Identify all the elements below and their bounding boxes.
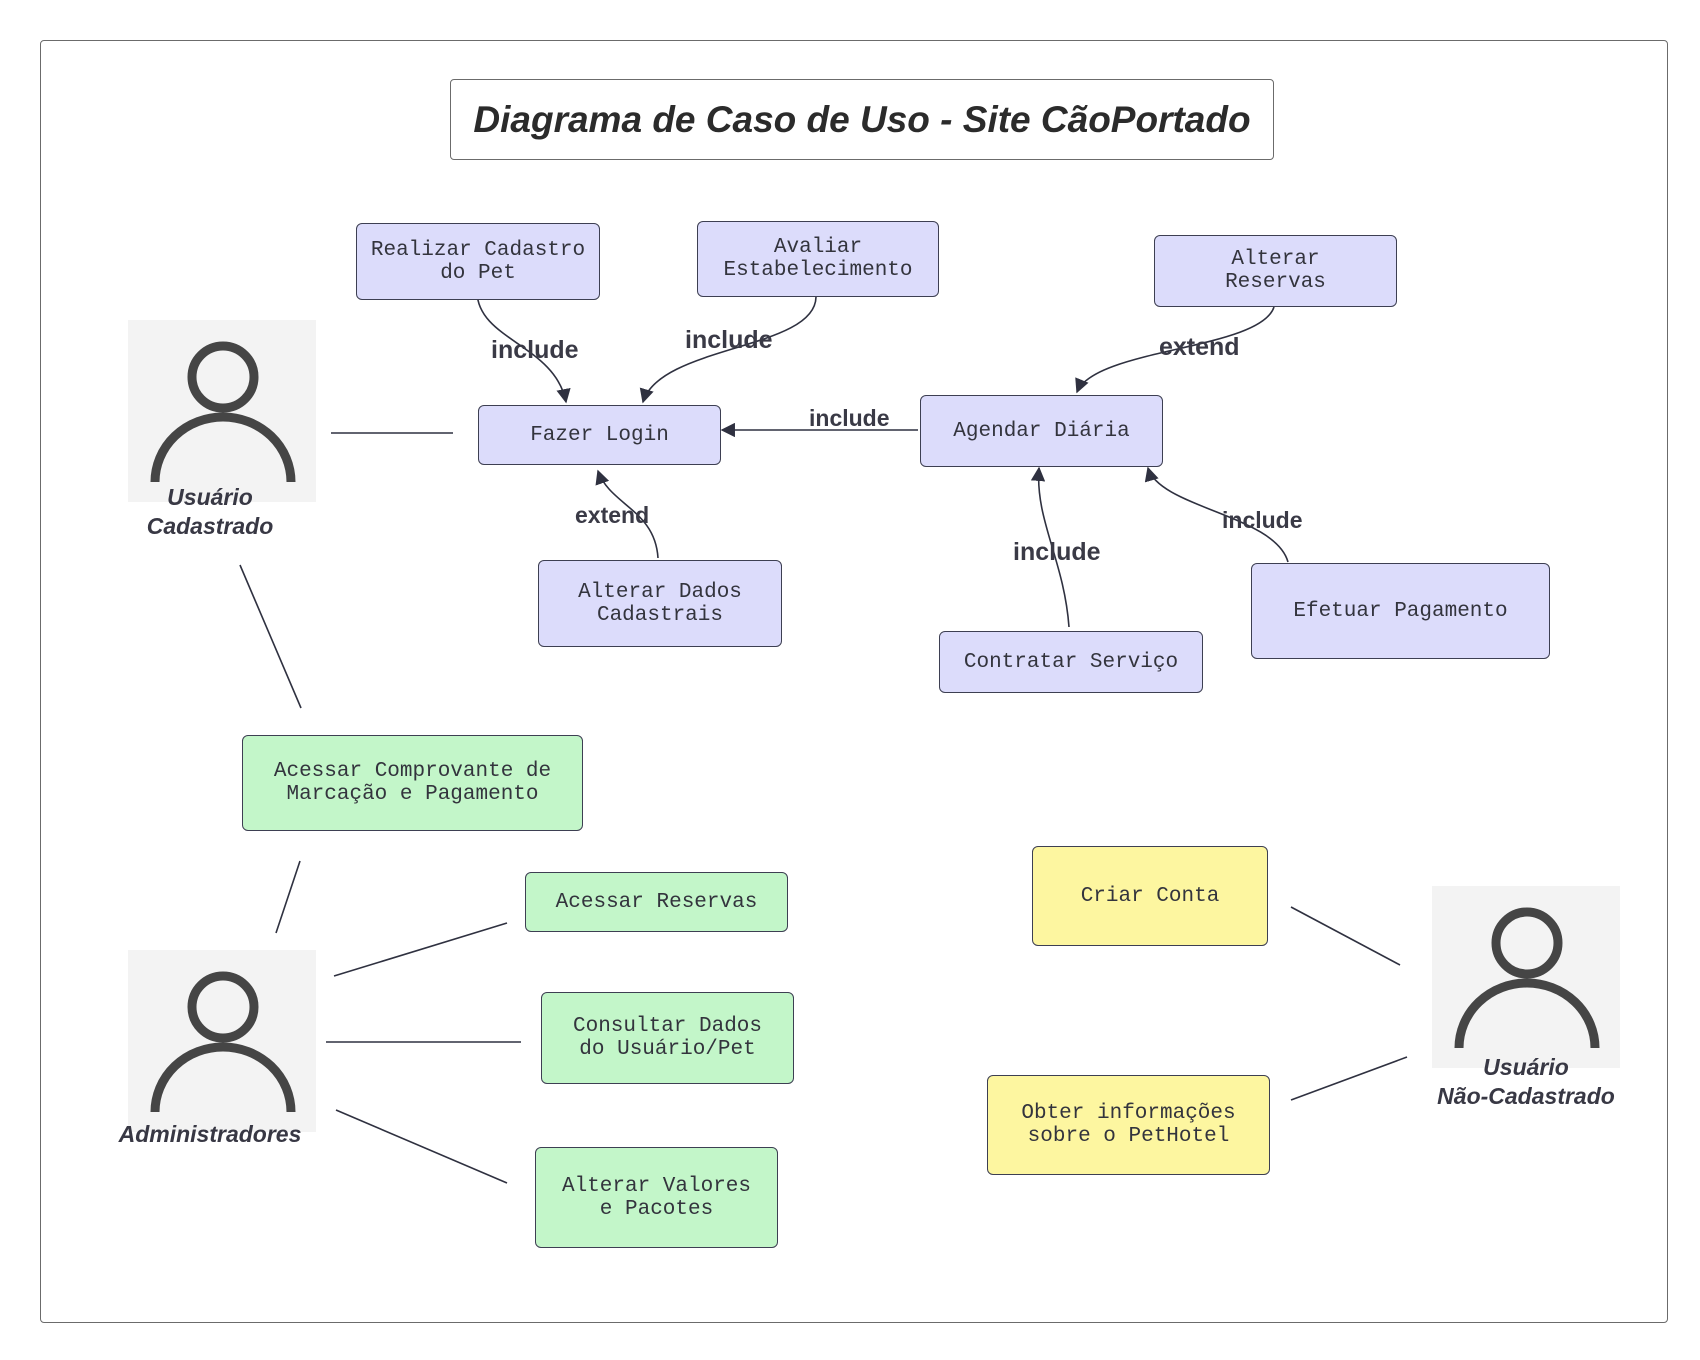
edge-alterar-reservas-agendar <box>1075 306 1275 394</box>
use-case-agendar-diaria[interactable]: Agendar Diária <box>920 395 1163 467</box>
assoc-admin-alterar-valores <box>335 1109 508 1184</box>
edge-alterar-dados-login <box>595 469 659 559</box>
actor-label-usuario-nao-cadastrado: Usuário Não-Cadastrado <box>1437 1054 1615 1109</box>
diagram-frame <box>40 40 1668 1323</box>
label-include-contratar: include <box>1013 538 1101 566</box>
edge-cadastro-pet-login <box>476 291 571 404</box>
assoc-registered-comprovante <box>239 564 302 709</box>
use-case-realizar-cadastro-pet[interactable]: Realizar Cadastro do Pet <box>356 223 600 300</box>
assoc-unregistered-obter-info <box>1290 1056 1408 1101</box>
use-case-alterar-dados-cadastrais[interactable]: Alterar Dados Cadastrais <box>538 560 782 647</box>
actor-administradores <box>128 950 316 1132</box>
use-case-alterar-reservas[interactable]: Alterar Reservas <box>1154 235 1397 307</box>
title-box: Diagrama de Caso de Uso - Site CãoPortad… <box>450 79 1274 160</box>
actor-label-administradores: Administradores <box>118 1121 302 1147</box>
edge-pagamento-agendar <box>1144 466 1289 563</box>
diagram-title: Diagrama de Caso de Uso - Site CãoPortad… <box>473 98 1251 140</box>
assoc-admin-acessar-reservas <box>333 922 508 977</box>
assoc-admin-comprovante <box>275 860 301 934</box>
edge-avaliar-login <box>639 296 817 404</box>
label-extend-alterar-reservas: extend <box>1159 333 1240 361</box>
label-include-avaliar: include <box>685 326 773 354</box>
use-case-acessar-comprovante[interactable]: Acessar Comprovante de Marcação e Pagame… <box>242 735 583 831</box>
actor-usuario-nao-cadastrado <box>1432 886 1620 1068</box>
use-case-alterar-valores[interactable]: Alterar Valores e Pacotes <box>535 1147 778 1248</box>
label-include-pagamento: include <box>1222 507 1303 533</box>
person-icon <box>1454 907 1600 1049</box>
assoc-unregistered-criar-conta <box>1290 906 1401 966</box>
edge-contratar-agendar <box>1030 466 1070 628</box>
use-case-contratar-servico[interactable]: Contratar Serviço <box>939 631 1203 693</box>
label-include-cadastro-pet: include <box>491 336 579 364</box>
use-case-consultar-dados[interactable]: Consultar Dados do Usuário/Pet <box>541 992 794 1084</box>
actor-usuario-cadastrado <box>128 320 316 502</box>
use-case-obter-informacoes[interactable]: Obter informações sobre o PetHotel <box>987 1075 1270 1175</box>
label-extend-alterar-dados: extend <box>575 502 650 528</box>
person-icon <box>150 341 296 483</box>
use-case-acessar-reservas[interactable]: Acessar Reservas <box>525 872 788 932</box>
use-case-efetuar-pagamento[interactable]: Efetuar Pagamento <box>1251 563 1550 659</box>
use-case-fazer-login[interactable]: Fazer Login <box>478 405 721 465</box>
person-icon <box>150 971 296 1113</box>
use-case-avaliar-estabelecimento[interactable]: Avaliar Estabelecimento <box>697 221 939 297</box>
use-case-criar-conta[interactable]: Criar Conta <box>1032 846 1268 946</box>
actor-label-usuario-cadastrado: Usuário Cadastrado <box>146 484 274 539</box>
label-include-agendar: include <box>809 405 890 431</box>
